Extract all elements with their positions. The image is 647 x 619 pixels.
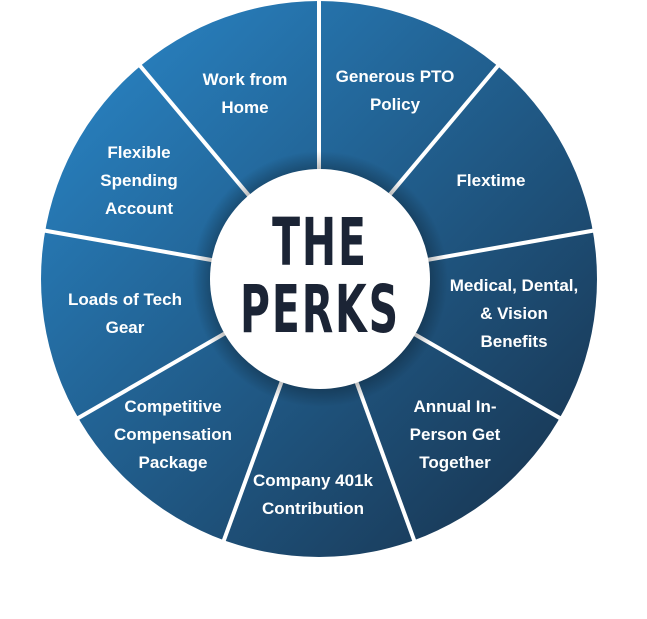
segment-label-flextime: Flextime: [456, 171, 526, 190]
segment-label-work-from-home: Work from Home: [202, 70, 288, 117]
segment-label-medical-dental-vision: Medical, Dental, & Vision Benefits: [449, 276, 579, 351]
center-circle: [210, 169, 430, 389]
segment-label-competitive-compensation: Competitive Compensation Package: [113, 397, 233, 472]
segment-label-tech-gear: Loads of Tech Gear: [68, 290, 182, 337]
segment-label-flexible-spending: Flexible Spending Account: [100, 143, 178, 218]
segment-label-company-401k: Company 401k Contribution: [253, 471, 373, 518]
center-title-line1: THE: [272, 204, 368, 281]
center-title-line2: PERKS: [240, 271, 400, 348]
segment-label-annual-get-together: Annual In- Person Get Together: [409, 397, 501, 472]
segment-label-generous-pto: Generous PTO Policy: [335, 67, 455, 114]
